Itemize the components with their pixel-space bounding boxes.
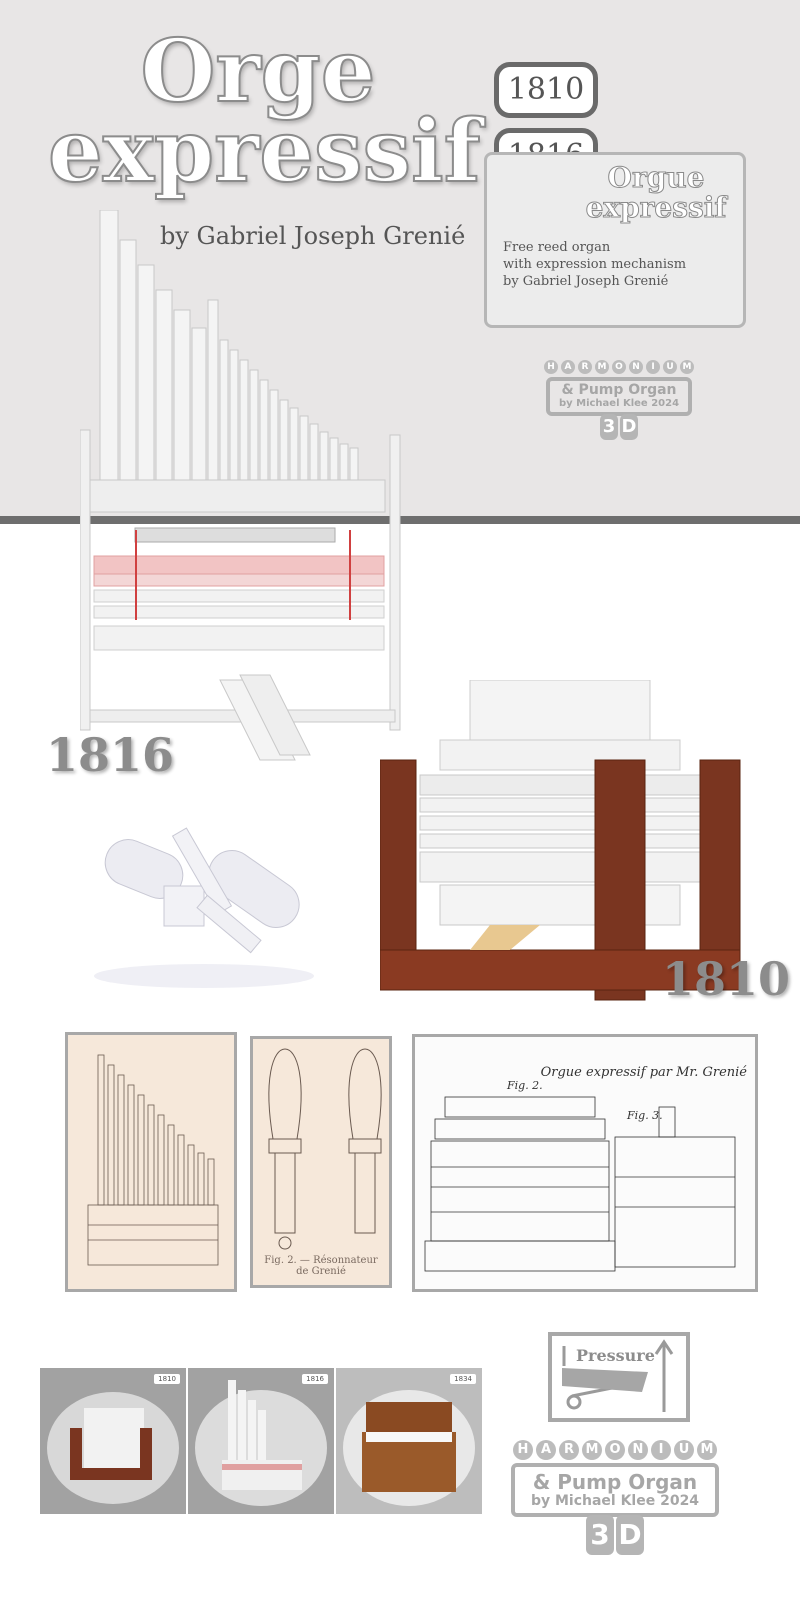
logo-3d-char: 3 <box>586 1515 614 1555</box>
pressure-diagram-drawing <box>562 1339 674 1412</box>
logo-letter: I <box>651 1440 671 1460</box>
title-line-2: expressif <box>47 101 482 202</box>
logo-letter: M <box>680 360 694 374</box>
logo-letters: H A R M O N I U M <box>544 360 694 374</box>
info-line: Free reed organ <box>503 240 611 255</box>
thumbnail-1834-image <box>336 1368 482 1514</box>
logo-letter: R <box>559 1440 579 1460</box>
logo-3d-char: D <box>616 1515 644 1555</box>
logo-3d-char: D <box>620 414 638 440</box>
logo-letter: A <box>536 1440 556 1460</box>
logo-letter: R <box>578 360 592 374</box>
thumbnail-1834[interactable]: 1834 <box>336 1368 482 1514</box>
info-box: Orgue expressif Free reed organ with exp… <box>484 152 746 328</box>
info-line: by Gabriel Joseph Grenié <box>503 274 669 289</box>
historic-plate-1 <box>65 1032 237 1292</box>
logo-line-1: & Pump Organ <box>532 1470 698 1494</box>
resonator-part-render <box>94 827 314 988</box>
logo-letter: N <box>629 360 643 374</box>
plate-2-drawing <box>268 1048 382 1250</box>
pressure-diagram: Pressure <box>548 1332 690 1422</box>
info-title-line-2: expressif <box>585 191 727 224</box>
plate-3-fig2: Fig. 2. <box>507 1079 543 1092</box>
logo-letter: O <box>605 1440 625 1460</box>
plate-3-drawing <box>424 1096 736 1272</box>
year-badge-1810: 1810 <box>494 62 598 118</box>
logo-letter: I <box>646 360 660 374</box>
pressure-label: Pressure <box>576 1346 655 1365</box>
harmonium-logo-large: H A R M O N I U M & Pump Organ by Michae… <box>508 1440 722 1555</box>
logo-3d-badge: 3 D <box>544 414 694 440</box>
thumbnail-1816-image <box>188 1368 334 1514</box>
title-line-1: Orge <box>139 21 376 122</box>
historic-plate-2: Fig. 2. — Résonnateur de Grenié <box>250 1036 392 1288</box>
harmonium-logo-small: H A R M O N I U M & Pump Organ by Michae… <box>544 360 694 440</box>
logo-letter: M <box>595 360 609 374</box>
plate-2-caption: Fig. 2. — Résonnateur de Grenié <box>264 1255 378 1277</box>
logo-3d-char: 3 <box>600 414 618 440</box>
organ-1810-render <box>380 680 741 1001</box>
logo-line-2: by Michael Klee 2024 <box>558 398 680 409</box>
thumbnail-tag: 1834 <box>450 1374 476 1384</box>
logo-letter: H <box>544 360 558 374</box>
thumbnail-1816[interactable]: 1816 <box>188 1368 334 1514</box>
thumbnail-1810[interactable]: 1810 <box>40 1368 186 1514</box>
logo-letter: A <box>561 360 575 374</box>
model-year-1816: 1816 <box>46 728 175 782</box>
logo-letter: U <box>663 360 677 374</box>
info-title-line-1: Orgue <box>607 161 705 194</box>
organ-1816-render <box>80 210 401 761</box>
plate-3-title: Orgue expressif par Mr. Grenié <box>540 1065 747 1080</box>
logo-letter: M <box>697 1440 717 1460</box>
info-line: with expression mechanism <box>503 257 687 272</box>
info-title: Orgue expressif <box>581 161 731 224</box>
byline: by Gabriel Joseph Grenié <box>160 222 466 250</box>
thumbnail-tag: 1816 <box>302 1374 328 1384</box>
logo-letters: H A R M O N I U M <box>508 1440 722 1460</box>
logo-3d-badge: 3 D <box>508 1515 722 1555</box>
logo-line-2: by Michael Klee 2024 <box>530 1493 700 1509</box>
historic-plate-3: Orgue expressif par Mr. Grenié Fig. 2. F… <box>412 1034 758 1292</box>
logo-letter: N <box>628 1440 648 1460</box>
logo-letter: O <box>612 360 626 374</box>
logo-box: & Pump Organ by Michael Klee 2024 <box>546 377 692 416</box>
plate-1-drawing <box>87 1054 219 1266</box>
logo-box: & Pump Organ by Michael Klee 2024 <box>511 1463 719 1517</box>
thumbnail-1810-image <box>40 1368 186 1514</box>
plate-3-fig3: Fig. 3. <box>627 1109 663 1122</box>
model-year-1810: 1810 <box>662 952 791 1006</box>
logo-letter: U <box>674 1440 694 1460</box>
thumbnail-tag: 1810 <box>154 1374 180 1384</box>
info-description: Free reed organ with expression mechanis… <box>503 239 686 290</box>
logo-letter: M <box>582 1440 602 1460</box>
logo-line-1: & Pump Organ <box>561 382 677 398</box>
logo-letter: H <box>513 1440 533 1460</box>
